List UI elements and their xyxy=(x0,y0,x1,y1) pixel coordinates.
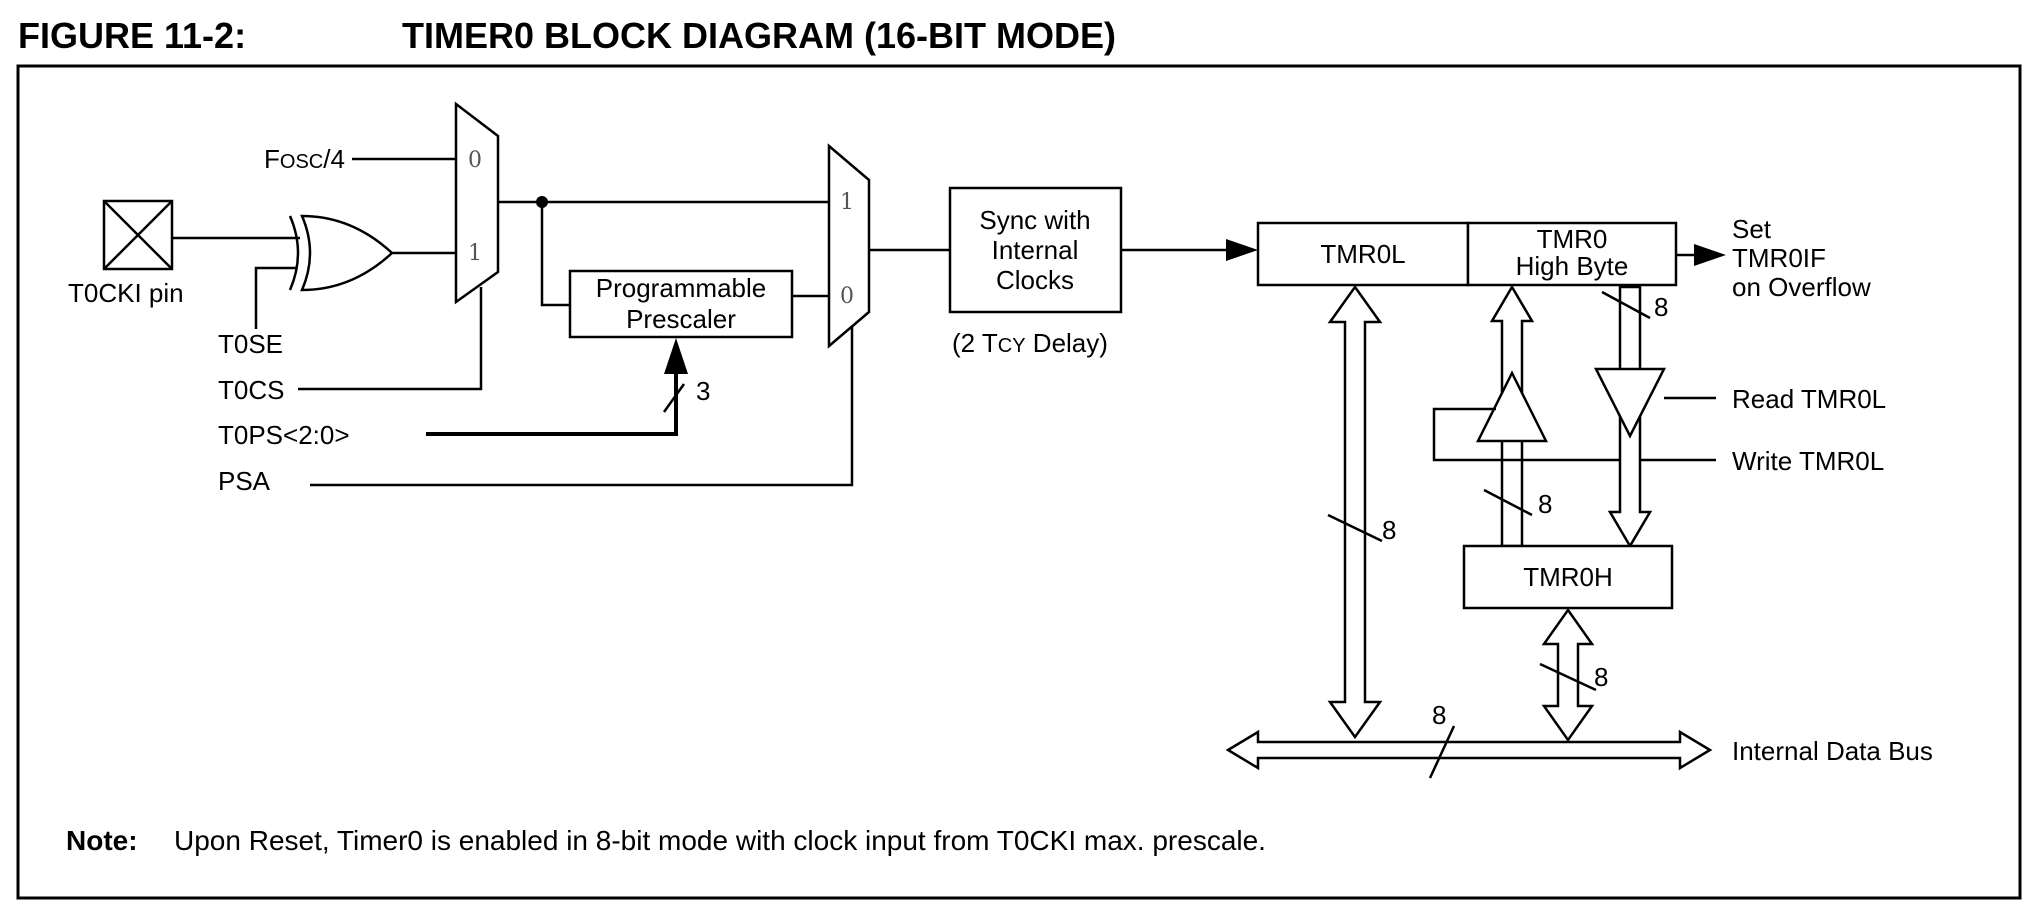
internal-data-bus xyxy=(1225,729,1713,771)
prescaler-label-1: Programmable xyxy=(596,273,767,303)
sync-label-1: Sync with xyxy=(979,205,1090,235)
tmr0h-label: TMR0H xyxy=(1523,562,1613,592)
prescaler-in-wire xyxy=(540,202,570,307)
psa-label: PSA xyxy=(218,466,271,496)
tmr0h-bus-width: 8 xyxy=(1594,662,1608,692)
tmr0l-bus-slash xyxy=(1327,513,1383,543)
sync-label-3: Clocks xyxy=(996,265,1074,295)
write-tmr0l-label: Write TMR0L xyxy=(1732,446,1884,476)
mux2-in1-label: 1 xyxy=(840,190,854,215)
t0cs-wire xyxy=(298,287,483,391)
tmr0l-label: TMR0L xyxy=(1320,239,1405,269)
t0ps-bus-slash xyxy=(662,383,686,413)
tmr0-high-byte-register xyxy=(1466,221,1678,287)
note-text: Upon Reset, Timer0 is enabled in 8-bit m… xyxy=(174,825,1266,856)
prescaler-select-mux xyxy=(827,143,871,349)
overflow-label-1: Set xyxy=(1732,214,1772,244)
read-tmr0l-label: Read TMR0L xyxy=(1732,384,1886,414)
t0se-label: T0SE xyxy=(218,329,283,359)
high-byte-width: 8 xyxy=(1654,292,1668,322)
tmr0l-bus-arrow xyxy=(1327,284,1383,740)
mux1-in1-label: 1 xyxy=(468,241,482,266)
sync-label-2: Internal xyxy=(992,235,1079,265)
tmr0l-register xyxy=(1256,221,1470,287)
tmr0h-bus-arrow xyxy=(1541,607,1595,743)
data-bus-slash xyxy=(1428,725,1456,779)
mux2-in0-label: 0 xyxy=(840,284,854,309)
high-byte-slash xyxy=(1601,290,1651,320)
diagram-frame xyxy=(16,64,2022,900)
t0se-wire xyxy=(254,266,296,329)
overflow-arrowhead xyxy=(1694,244,1726,266)
data-bus-width: 8 xyxy=(1432,700,1446,730)
t0cs-label: T0CS xyxy=(218,375,284,405)
write-control-wire xyxy=(1432,407,1716,462)
clock-source-mux xyxy=(454,101,500,305)
mux1-in0-label: 0 xyxy=(468,148,482,173)
overflow-label-2: TMR0IF xyxy=(1732,243,1826,273)
t0cki-label: T0CKI pin xyxy=(68,278,184,308)
programmable-prescaler xyxy=(568,269,794,339)
tmr0l-bus-width: 8 xyxy=(1382,515,1396,545)
overflow-label-3: on Overflow xyxy=(1732,272,1871,302)
tmr0-high-label-2: High Byte xyxy=(1516,251,1629,281)
tmr0-high-label-1: TMR0 xyxy=(1537,224,1608,254)
t0ps-bus xyxy=(426,368,678,436)
tmr0h-bus-slash xyxy=(1539,662,1597,692)
t0cki-pin-icon xyxy=(102,199,174,271)
sync-delay-label: (2 TCY Delay) xyxy=(952,328,1108,358)
note-prefix: Note: xyxy=(66,825,138,856)
xor-gate xyxy=(288,214,394,292)
figure-number: FIGURE 11-2: xyxy=(18,15,246,56)
write-path-slash xyxy=(1483,488,1533,517)
t0ps-arrowhead xyxy=(664,338,688,374)
psa-wire xyxy=(310,326,854,487)
write-buffer-triangle xyxy=(1475,370,1549,443)
t0ps-label: T0PS<2:0> xyxy=(218,420,350,450)
prescaler-bus-width: 3 xyxy=(696,376,710,406)
figure-title: TIMER0 BLOCK DIAGRAM (16-BIT MODE) xyxy=(402,15,1116,56)
tmr0h-register xyxy=(1462,544,1674,610)
fosc-label: FOSC/4 xyxy=(264,144,345,174)
read-buffer-triangle xyxy=(1593,367,1667,439)
sync-block xyxy=(948,186,1123,314)
internal-data-bus-label: Internal Data Bus xyxy=(1732,736,1933,766)
write-path-width: 8 xyxy=(1538,489,1552,519)
prescaler-label-2: Prescaler xyxy=(626,304,736,334)
sync-out-arrowhead xyxy=(1226,239,1258,261)
